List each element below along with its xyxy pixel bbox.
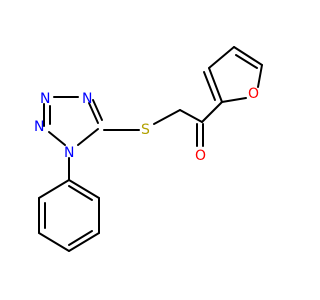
- bond-c5-n4: [77, 128, 99, 146]
- bond-fu-5: [221, 97, 247, 103]
- atom-n-top-left: N: [40, 91, 50, 107]
- atom-n-left: N: [34, 119, 44, 135]
- bond-n3-c5-double: [92, 99, 103, 121]
- atom-o-ketone: O: [195, 148, 206, 164]
- bond-fu-3-double: [235, 54, 258, 69]
- bonds: [38, 46, 263, 252]
- bond-fu-1: [208, 67, 223, 103]
- atom-labels: N N N N S O O: [34, 86, 259, 164]
- bond-ch2-co: [179, 109, 203, 123]
- atom-n-phenyl: N: [64, 145, 74, 161]
- bond-fu-1-double: [203, 71, 216, 101]
- atom-n-top-right: N: [82, 91, 92, 107]
- bond-fu-4: [257, 64, 263, 88]
- bond-fu-2: [208, 46, 235, 69]
- structure-diagram: N N N N S O O: [34, 46, 263, 252]
- bond-n3-c5-left: [88, 102, 99, 124]
- bond-ph-6: [68, 179, 100, 199]
- bond-ph-double-3: [68, 185, 93, 201]
- atom-o-furan: O: [248, 86, 259, 102]
- bond-fu-3: [233, 46, 263, 66]
- atom-s: S: [141, 122, 150, 138]
- bond-ph-double-2: [68, 230, 93, 246]
- molecule-canvas: N N N N S O O: [34, 46, 263, 252]
- bond-n4-n1: [48, 131, 66, 146]
- bond-s-ch2: [153, 109, 181, 125]
- bond-co-furan: [201, 101, 223, 123]
- bond-ph-4: [68, 232, 100, 252]
- bond-ph-3: [38, 232, 70, 252]
- bond-ph-1: [38, 179, 70, 199]
